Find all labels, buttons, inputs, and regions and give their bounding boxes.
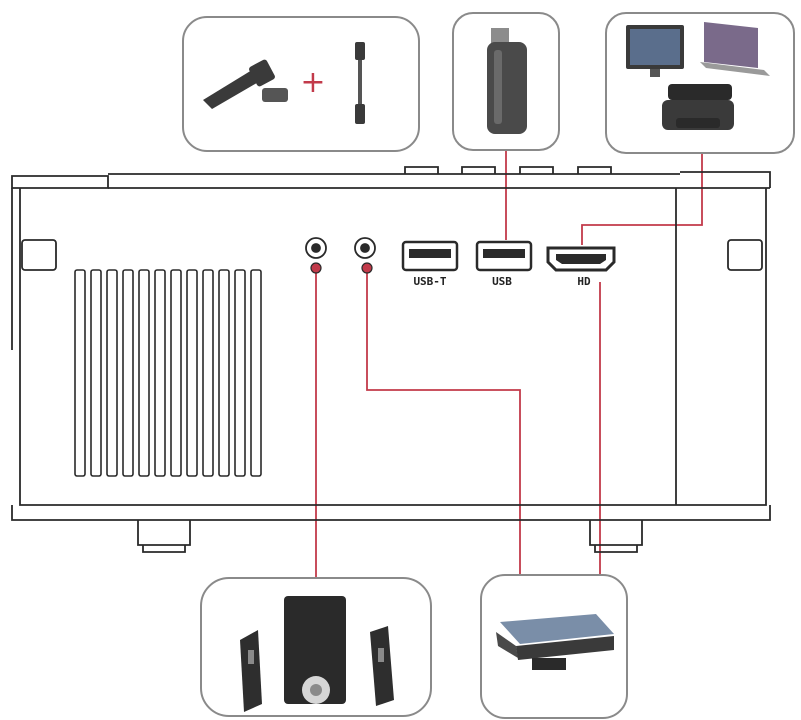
vent-slat <box>154 269 166 477</box>
panel-hdmi-sources <box>605 12 795 154</box>
projector-top-lip <box>11 175 109 189</box>
projector-base <box>11 505 771 521</box>
vent-slat <box>106 269 118 477</box>
vent-grille <box>74 269 262 477</box>
projector-body <box>19 188 767 506</box>
top-button <box>404 166 439 174</box>
panel-usb-drive <box>452 12 560 151</box>
dvd-player-icon <box>496 614 614 670</box>
computer-laptop-console-icon <box>626 22 770 130</box>
panel-speakers <box>200 577 432 717</box>
left-foot <box>137 520 191 546</box>
vent-slat <box>234 269 246 477</box>
ports: USB-T USB HD <box>305 237 616 288</box>
vent-slat <box>122 269 134 477</box>
connector-lines <box>315 150 703 580</box>
panel-av-device <box>480 574 628 719</box>
port-usb-label: USB <box>492 275 512 288</box>
top-button <box>519 166 554 174</box>
port-audio-out <box>305 237 327 274</box>
line-av-to-device <box>366 268 521 580</box>
top-button <box>577 166 612 174</box>
panel-streaming-stick: + <box>182 16 420 152</box>
vent-slat <box>74 269 86 477</box>
right-foot <box>589 520 643 546</box>
line-hdmi-to-sources <box>581 152 703 245</box>
vent-slat <box>186 269 198 477</box>
port-av-in <box>354 237 376 274</box>
vent-slat <box>250 269 262 477</box>
port-hdmi-label: HD <box>577 275 591 288</box>
vent-slat <box>170 269 182 477</box>
cable-icon <box>355 42 365 124</box>
streaming-stick-icon <box>203 59 288 109</box>
port-usb-power: USB-T <box>401 240 459 288</box>
top-button <box>461 166 496 174</box>
vent-slat <box>138 269 150 477</box>
speakers-icon <box>240 596 394 712</box>
vent-slat <box>90 269 102 477</box>
vent-slat <box>202 269 214 477</box>
vent-slat <box>218 269 230 477</box>
left-clip <box>21 239 57 271</box>
plus-sign: + <box>300 65 325 100</box>
port-hdmi: HD <box>546 246 616 288</box>
port-usb-power-label: USB-T <box>413 275 446 288</box>
usb-drive-icon <box>487 28 527 134</box>
projector-rear-panel <box>11 166 771 553</box>
right-clip <box>727 239 763 271</box>
port-usb: USB <box>475 240 533 288</box>
